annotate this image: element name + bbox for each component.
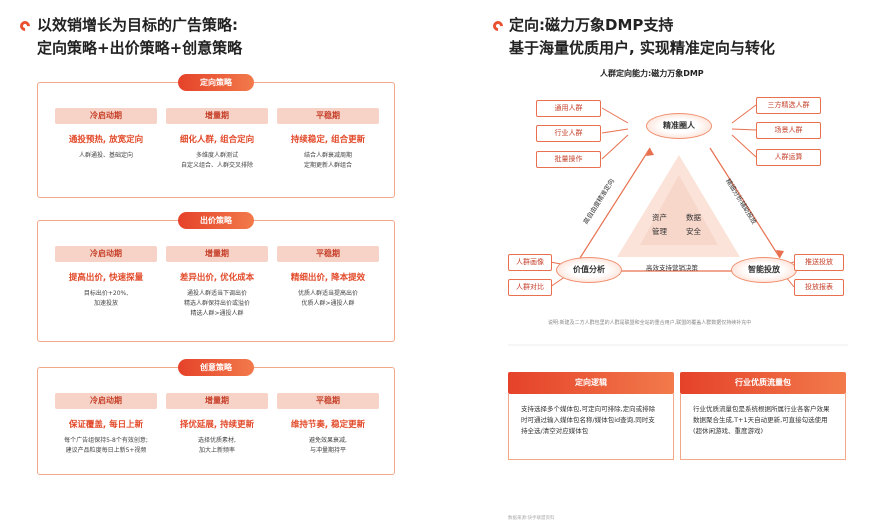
panel-header: 定向逻辑: [508, 372, 674, 394]
strategy-desc: 优质人群适当提高出价优质人群>通投人群: [297, 290, 358, 307]
strategy-headline: 持续稳定, 组合更新: [290, 135, 366, 145]
strategy-headline: 择优延展, 持续更新: [179, 420, 255, 430]
audience-option: 批量操作: [536, 151, 601, 168]
phase-column: 平稳期 精细出价, 降本提效 优质人群适当提高出价优质人群>通投人群: [277, 246, 379, 309]
source-note: 数据来源:快手联盟资料: [508, 516, 555, 521]
phase-label: 增量期: [166, 246, 268, 262]
phase-column: 冷启动期 通投预热, 放宽定向 人群通投、基础定向: [55, 108, 157, 161]
strategy-desc: 人群通投、基础定向: [78, 152, 133, 159]
strategy-headline: 维持节奏, 稳定更新: [290, 420, 366, 430]
strategy-desc: 结合人群衰减周期定期更新人群组合: [303, 152, 352, 169]
strategy-headline: 细化人群, 组合定向: [179, 135, 255, 145]
phase-column: 增量期 细化人群, 组合定向 多维度人群测试自定义组合、人群交叉排除: [166, 108, 268, 171]
right-title-line1: 定向:磁力万象DMP支持: [509, 16, 674, 34]
bidding-strategy-section: 出价策略 冷启动期 提高出价, 快速探量 目标出价+20%,加速投放 增量期 差…: [37, 212, 395, 342]
strategy-headline: 差异出价, 优化成本: [179, 273, 255, 283]
section-label: 定向策略: [178, 74, 254, 91]
smart-delivery-node: 智能投放: [731, 257, 797, 283]
left-title-line2: 定向策略+出价策略+创意策略: [37, 39, 243, 57]
analysis-option: 人群对比: [508, 279, 552, 296]
audience-option: 场景人群: [756, 122, 821, 139]
phase-label: 平稳期: [277, 246, 379, 262]
creative-strategy-section: 创意策略 冷启动期 保证覆盖, 每日上新 每个广告组保持5-8个有效创意;建议产…: [37, 359, 395, 475]
strategy-headline: 保证覆盖, 每日上新: [68, 420, 144, 430]
center-text: 数据: [686, 213, 701, 222]
phase-column: 增量期 差异出价, 优化成本 通投人群适当下调出价精选人群保持出价或溢价精选人群…: [166, 246, 268, 319]
phase-label: 冷启动期: [55, 393, 157, 409]
phase-column: 增量期 择优延展, 持续更新 选择优质素材,加大上新频率: [166, 393, 268, 456]
strategy-desc: 避免效果衰减,与冲量期持平: [309, 437, 347, 454]
analysis-option: 人群画像: [508, 254, 552, 271]
panel-body: 行业优质流量包是系统根据所属行业各客户效果数据聚合生成,T+1天自动更新,可直接…: [680, 394, 846, 460]
panel-body: 支持选择多个媒体包,可定向可排除,定向或排除时可通过输入媒体包名称/媒体包id查…: [508, 394, 674, 460]
phase-column: 平稳期 持续稳定, 组合更新 结合人群衰减周期定期更新人群组合: [277, 108, 379, 171]
phase-label: 冷启动期: [55, 246, 157, 262]
strategy-desc: 多维度人群测试自定义组合、人群交叉排除: [180, 152, 253, 169]
phase-label: 增量期: [166, 108, 268, 124]
phase-label: 平稳期: [277, 108, 379, 124]
center-text: 管理: [652, 227, 667, 236]
right-title-line2: 基于海量优质用户, 实现精准定向与转化: [509, 39, 775, 57]
delivery-option: 推送投放: [794, 254, 844, 271]
delivery-option: 投放报表: [794, 279, 844, 296]
audience-option: 人群运算: [756, 149, 821, 166]
left-title-line1: 以效销增长为目标的广告策略:: [37, 16, 238, 34]
center-text: 资产: [652, 213, 667, 222]
targeting-strategy-section: 定向策略 冷启动期 通投预热, 放宽定向 人群通投、基础定向 增量期 细化人群,…: [37, 74, 395, 198]
strategy-headline: 通投预热, 放宽定向: [68, 135, 144, 145]
strategy-desc: 选择优质素材,加大上新频率: [198, 437, 236, 454]
phase-label: 增量期: [166, 393, 268, 409]
phase-label: 平稳期: [277, 393, 379, 409]
audience-option: 通用人群: [536, 100, 601, 117]
strategy-desc: 目标出价+20%,加速投放: [83, 290, 129, 307]
diagram-title: 人群定向能力:磁力万象DMP: [600, 69, 704, 78]
section-label: 创意策略: [178, 359, 254, 376]
phase-column: 平稳期 维持节奏, 稳定更新 避免效果衰减,与冲量期持平: [277, 393, 379, 456]
precise-targeting-node: 精准圈人: [646, 113, 712, 139]
section-label: 出价策略: [178, 212, 254, 229]
value-analysis-node: 价值分析: [556, 257, 622, 283]
phase-column: 冷启动期 保证覆盖, 每日上新 每个广告组保持5-8个有效创意;建议产品粒度每日…: [55, 393, 157, 456]
diagram-note: 说明:新建及二方人群包里的人群是联盟和全站的重合用户,联盟的覆盖人群数据仅持续补…: [548, 320, 752, 326]
strategy-desc: 每个广告组保持5-8个有效创意;建议产品粒度每日上新5+视频: [64, 437, 148, 454]
phase-column: 冷启动期 提高出价, 快速探量 目标出价+20%,加速投放: [55, 246, 157, 309]
edge-label-bottom: 高效支持营销决策: [646, 264, 698, 272]
phase-label: 冷启动期: [55, 108, 157, 124]
panel-header: 行业优质流量包: [680, 372, 846, 394]
strategy-headline: 提高出价, 快速探量: [68, 273, 144, 283]
strategy-headline: 精细出价, 降本提效: [290, 273, 366, 283]
audience-option: 行业人群: [536, 125, 601, 142]
audience-option: 三方精选人群: [756, 97, 821, 114]
center-text: 安全: [686, 227, 701, 236]
strategy-desc: 通投人群适当下调出价精选人群保持出价或溢价精选人群>通投人群: [183, 290, 250, 317]
